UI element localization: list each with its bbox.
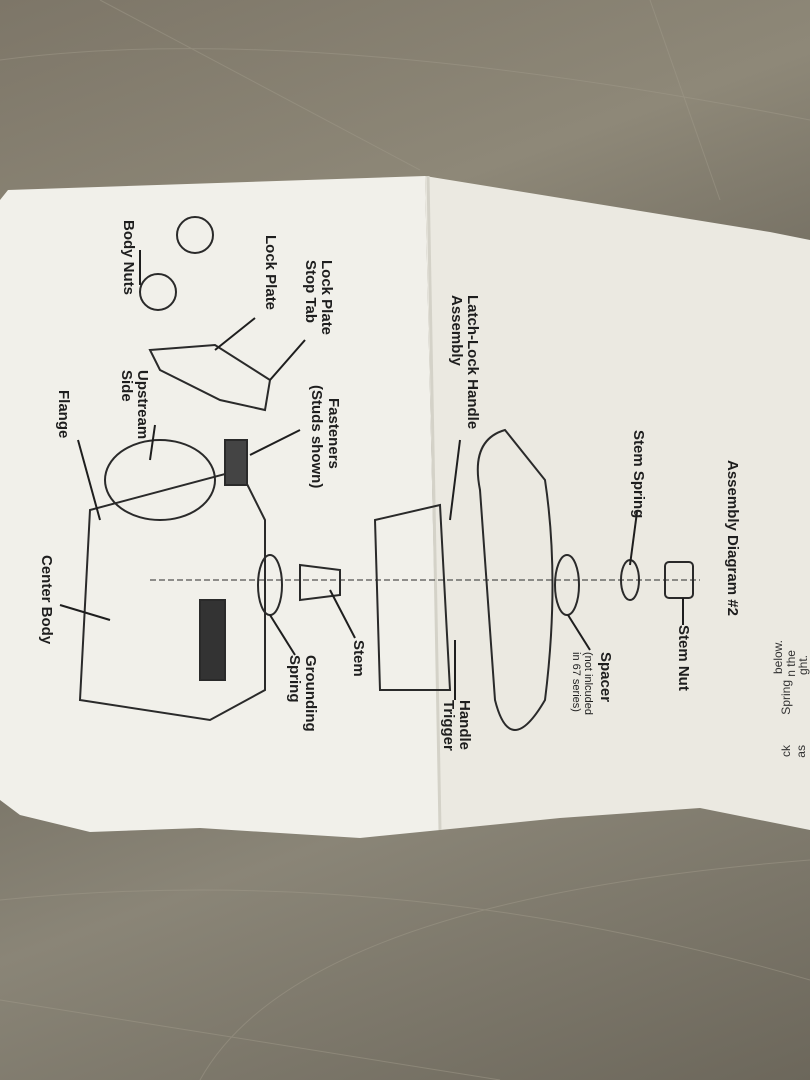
label-flange: Flange: [55, 390, 72, 439]
fragment-spring: Spring: [779, 680, 793, 715]
label-spacer-note: (not inlcuded in 67 series): [570, 652, 594, 715]
latch-lock-part: [373, 503, 452, 691]
label-fasteners: Fasteners: [325, 398, 342, 469]
spacer-part: [554, 554, 580, 616]
paper-left-panel: [0, 176, 440, 838]
label-upstream-side: Upstream Side: [118, 370, 151, 440]
label-handle-trigger: Handle Trigger: [440, 700, 473, 751]
label-body-nuts: Body Nuts: [120, 220, 137, 295]
label-fasteners-note: (Studs shown): [308, 385, 325, 489]
body-nut-part: [176, 216, 214, 254]
paper-right-panel: [425, 176, 810, 830]
paper-fold: [426, 175, 442, 831]
stem-part: [299, 563, 341, 602]
fragment-as: as: [794, 745, 808, 758]
label-lock-plate: Lock Plate: [262, 235, 279, 311]
stem-nut-part: [664, 561, 694, 599]
fragment-n-the: n the: [784, 650, 798, 677]
label-center-body: Center Body: [38, 555, 55, 645]
stud-part: [224, 439, 248, 486]
label-latch-lock-handle-assembly: Latch-Lock Handle Assembly: [448, 295, 481, 430]
lock-plate-part: [148, 343, 272, 412]
label-lock-plate-stop-tab: Lock Plate Stop Tab: [302, 260, 335, 336]
stud-part: [199, 599, 226, 681]
label-spacer: Spacer: [597, 652, 614, 703]
fragment-ck: ck: [779, 745, 793, 757]
label-stem-spring: Stem Spring: [630, 430, 647, 519]
exploded-valve-drawing: [78, 216, 700, 731]
label-stem-nut: Stem Nut: [675, 625, 692, 691]
handle-part: [476, 428, 554, 731]
leader-lines: [59, 250, 684, 700]
fragment-below: below.: [771, 640, 785, 675]
label-stem: Stem: [350, 640, 367, 677]
diagram-title: Assembly Diagram #2: [724, 460, 741, 616]
label-grounding-spring: Grounding Spring: [286, 655, 319, 732]
flange-part: [104, 439, 216, 521]
body-nut-part: [139, 273, 177, 311]
fragment-ght: ght.: [796, 655, 810, 676]
